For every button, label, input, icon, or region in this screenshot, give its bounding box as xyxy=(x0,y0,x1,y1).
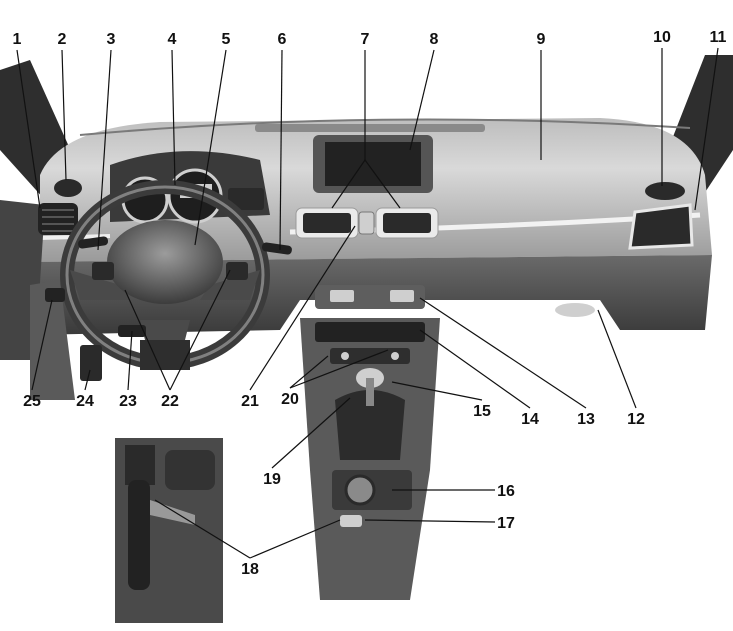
callout-18: 18 xyxy=(241,561,259,578)
left-stalk xyxy=(78,236,109,249)
callout-3: 3 xyxy=(107,31,116,48)
callout-19: 19 xyxy=(263,471,281,488)
glovebox-handle xyxy=(555,303,595,317)
rotary-controller xyxy=(344,474,376,506)
callout-15: 15 xyxy=(473,403,491,420)
console-switches xyxy=(330,348,410,364)
callout-22: 22 xyxy=(161,393,179,410)
right-stalk xyxy=(261,242,292,255)
leader-lines xyxy=(16,47,719,559)
callout-4: 4 xyxy=(168,31,177,48)
wheel-right-controls xyxy=(226,262,248,280)
callout-6: 6 xyxy=(278,31,287,48)
callout-25: 25 xyxy=(23,393,41,410)
hazard-button xyxy=(358,211,375,235)
callout-11: 11 xyxy=(710,29,727,46)
callout-13: 13 xyxy=(577,411,595,428)
right-side-vent xyxy=(628,203,694,250)
defrost-vent xyxy=(255,124,485,132)
gear-lever-boot xyxy=(335,390,405,460)
callout-8: 8 xyxy=(430,31,439,48)
callout-1: 1 xyxy=(13,31,22,48)
callout-24: 24 xyxy=(76,393,94,410)
callout-21: 21 xyxy=(241,393,259,410)
callout-23: 23 xyxy=(119,393,137,410)
callout-12: 12 xyxy=(627,411,645,428)
callout-10: 10 xyxy=(653,29,671,46)
parking-brake-lever xyxy=(128,480,150,590)
storage-tray xyxy=(315,322,425,342)
steering-wheel-hub xyxy=(107,220,223,304)
callout-14: 14 xyxy=(521,411,539,428)
console-button xyxy=(340,515,362,527)
callout-5: 5 xyxy=(222,31,231,48)
callout-9: 9 xyxy=(537,31,546,48)
pedal xyxy=(80,345,102,381)
callout-16: 16 xyxy=(497,483,515,500)
center-display xyxy=(325,142,421,186)
callout-2: 2 xyxy=(58,31,67,48)
callout-7: 7 xyxy=(361,31,370,48)
callout-17: 17 xyxy=(497,515,515,532)
bonnet-release xyxy=(45,288,65,302)
right-side-defog xyxy=(645,182,685,200)
callout-20: 20 xyxy=(281,391,299,408)
wheel-left-controls xyxy=(92,262,114,280)
left-side-defog xyxy=(54,179,82,197)
